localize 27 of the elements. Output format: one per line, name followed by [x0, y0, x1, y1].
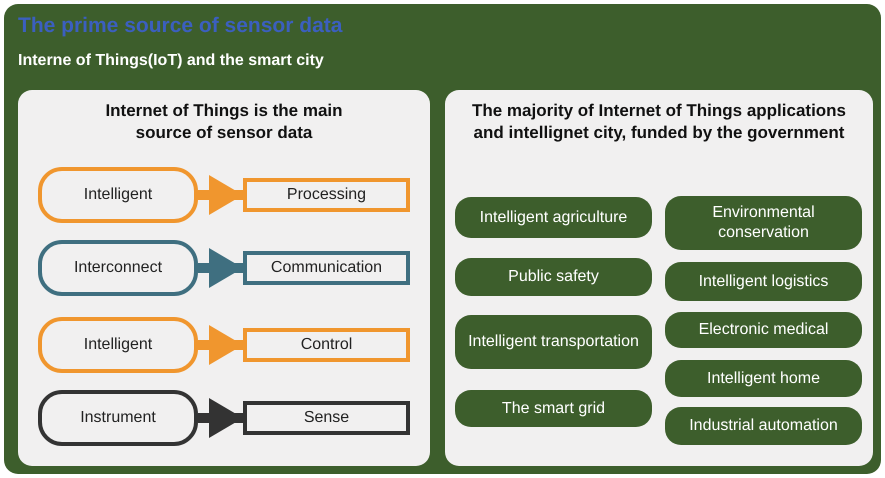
category-pill: The smart grid: [455, 390, 652, 427]
subtitle: Interne of Things(IoT) and the smart city: [18, 52, 324, 70]
category-pill: Public safety: [455, 258, 652, 296]
arrow: [198, 175, 243, 215]
category-pill: Intelligent home: [665, 360, 862, 397]
panel-heading: Internet of Things is the main source of sensor data: [104, 100, 344, 144]
category-pill: Intelligent transportation: [455, 315, 652, 369]
category-pill: Industrial automation: [665, 407, 862, 445]
category-pill: Intelligent agriculture: [455, 197, 652, 238]
rounded-box: Intelligent: [38, 167, 198, 223]
panel: [18, 90, 430, 466]
process-box: Sense: [243, 401, 410, 435]
rounded-box: Intelligent: [38, 317, 198, 373]
process-box: Processing: [243, 178, 410, 212]
arrow: [198, 325, 243, 365]
arrow: [198, 398, 243, 438]
rounded-box: Interconnect: [38, 240, 198, 296]
category-pill: Intelligent logistics: [665, 262, 862, 301]
arrow: [198, 248, 243, 288]
title: The prime source of sensor data: [18, 14, 342, 38]
panel-heading: The majority of Internet of Things applications and intellignet city, funded by the government: [470, 100, 848, 144]
process-box: Communication: [243, 251, 410, 285]
rounded-box: Instrument: [38, 390, 198, 446]
panel: [445, 90, 873, 466]
category-pill: Electronic medical: [665, 312, 862, 348]
category-pill: Environmental conservation: [665, 196, 862, 250]
process-box: Control: [243, 328, 410, 362]
